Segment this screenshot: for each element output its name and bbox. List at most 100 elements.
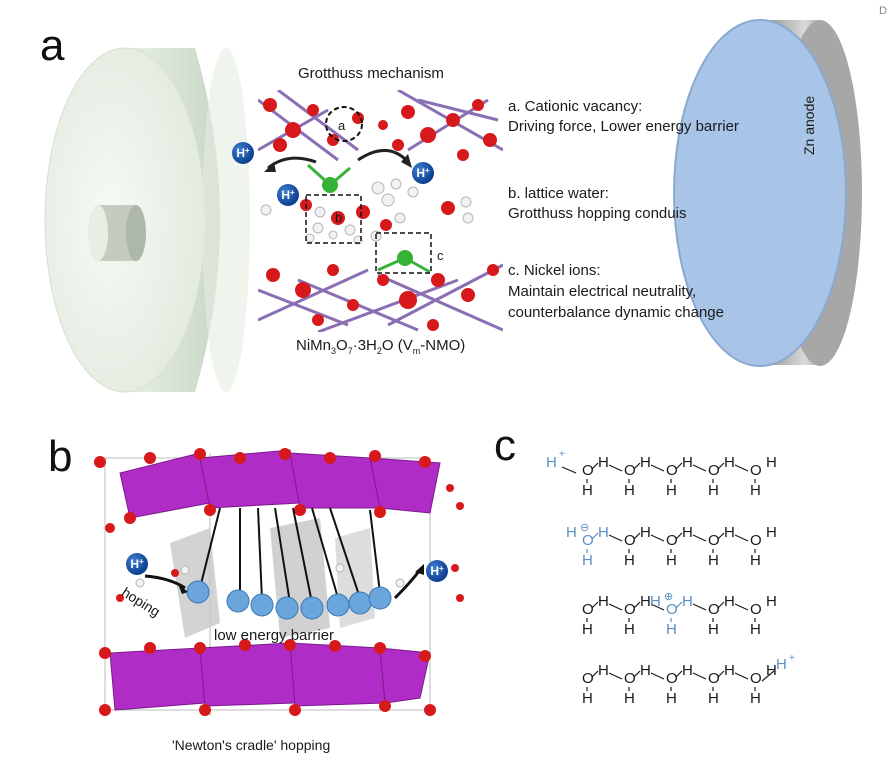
oxygen-atom: O [708, 532, 720, 549]
annotation-a-heading: a. Cationic vacancy: [508, 98, 643, 115]
hydrogen-atom: H [666, 552, 677, 569]
hydrogen-atom: H [624, 690, 635, 707]
hydrogen-atom: H [566, 524, 577, 541]
hydrogen-bond [692, 603, 707, 611]
material-formula: NiMn3O7·3H2O (Vm-NMO) [296, 337, 466, 356]
oh-bond [717, 532, 725, 540]
grotthuss-title: Grotthuss mechanism [298, 65, 444, 82]
hydrogen-atom: H [682, 662, 693, 679]
oxygen-atom: O [582, 670, 594, 687]
hydrogen-atom: H [640, 662, 651, 679]
oxygen-atom: O [624, 601, 636, 618]
oxygen-atom: O [750, 462, 762, 479]
hydrogen-atom: H [766, 593, 777, 610]
charge-symbol: ⊕ [664, 591, 673, 603]
oxygen-atom: O [750, 532, 762, 549]
hydrogen-atom: H [708, 482, 719, 499]
hydrogen-atom: H [682, 593, 693, 610]
hydrogen-bond [734, 464, 749, 472]
oxygen-atom: O [666, 601, 678, 618]
oxygen-atom: O [624, 670, 636, 687]
oxygen-atom: O [708, 670, 720, 687]
proton-charge: + [789, 653, 795, 664]
oxygen-atom: O [582, 462, 594, 479]
oh-bond [717, 670, 725, 678]
hydrogen-atom: H [724, 593, 735, 610]
hydrogen-atom: H [724, 454, 735, 471]
oh-bond [591, 670, 599, 678]
hydrogen-atom: H [582, 621, 593, 638]
zn-anode-label: Zn anode [801, 95, 817, 155]
oh-bond [675, 601, 683, 609]
hydrogen-bond [608, 464, 623, 472]
oxygen-atom: O [708, 462, 720, 479]
oh-bond [717, 601, 725, 609]
oh-bond [633, 532, 641, 540]
oxygen-atom: O [666, 462, 678, 479]
oh-bond [591, 532, 599, 540]
hydrogen-atom: H [766, 454, 777, 471]
hydrogen-atom: H [666, 690, 677, 707]
oh-bond [675, 532, 683, 540]
hydrogen-bond [650, 464, 665, 472]
hydrogen-atom: H [624, 552, 635, 569]
proton-badge-left-top: H+ [232, 142, 254, 164]
incoming-proton: H [546, 454, 557, 471]
proton-charge: + [559, 449, 565, 460]
annotation-c-detail-2: counterbalance dynamic change [508, 304, 724, 321]
annotation-b-detail: Grotthuss hopping conduis [508, 205, 687, 222]
hydrogen-bond [734, 672, 749, 680]
hydrogen-bond [650, 672, 665, 680]
annotation-c-heading: c. Nickel ions: [508, 262, 601, 279]
hydrogen-atom: H [650, 593, 661, 610]
oxygen-atom: O [666, 670, 678, 687]
hydrogen-atom: H [708, 690, 719, 707]
oxygen-atom: O [624, 462, 636, 479]
proton-arrow [561, 466, 577, 474]
hydrogen-bond [608, 672, 623, 680]
oxygen-atom: O [750, 670, 762, 687]
hydrogen-atom: H [598, 524, 609, 541]
oxygen-atom: O [582, 601, 594, 618]
hydrogen-atom: H [682, 524, 693, 541]
hydrogen-atom: H [582, 552, 593, 569]
panel-b-letter: b [48, 432, 73, 481]
hydrogen-atom: H [724, 662, 735, 679]
hydrogen-atom: H [708, 552, 719, 569]
hydrogen-bond [608, 603, 623, 611]
hydrogen-bond [734, 603, 749, 611]
zn-anode-disk [673, 19, 862, 367]
oh-bond [633, 462, 641, 470]
hydrogen-atom: H [640, 524, 651, 541]
hydrogen-atom: H [666, 482, 677, 499]
hydrogen-atom: H [624, 621, 635, 638]
oh-bond [675, 462, 683, 470]
hydrogen-atom: H [582, 690, 593, 707]
hydrogen-bond [608, 534, 623, 542]
proton-badge-b-left: H+ [126, 553, 148, 575]
panel-a-letter: a [40, 21, 65, 70]
hydrogen-atom: H [708, 621, 719, 638]
oh-bond [717, 462, 725, 470]
oxygen-atom: O [708, 601, 720, 618]
hydrogen-atom: H [624, 482, 635, 499]
outgoing-proton: H [776, 656, 787, 673]
hydrogen-atom: H [640, 454, 651, 471]
annotation-a-detail: Driving force, Lower energy barrier [508, 118, 739, 135]
vacancy-box-label: a [338, 118, 346, 133]
charge-symbol: ⊖ [580, 522, 589, 534]
oxygen-atom: O [624, 532, 636, 549]
cathode-disk [44, 47, 250, 393]
hydrogen-atom: H [766, 524, 777, 541]
oxygen-atom: O [666, 532, 678, 549]
hydrogen-bond [734, 534, 749, 542]
oxygen-atom: O [582, 532, 594, 549]
newtons-cradle-illustration [94, 448, 464, 716]
hydrogen-atom: H [766, 662, 777, 679]
hydrogen-bond [692, 672, 707, 680]
hydrogen-atom: H [682, 454, 693, 471]
hydrogen-atom: H [750, 690, 761, 707]
hydrogen-bond [692, 534, 707, 542]
proton-arrow [761, 670, 775, 682]
